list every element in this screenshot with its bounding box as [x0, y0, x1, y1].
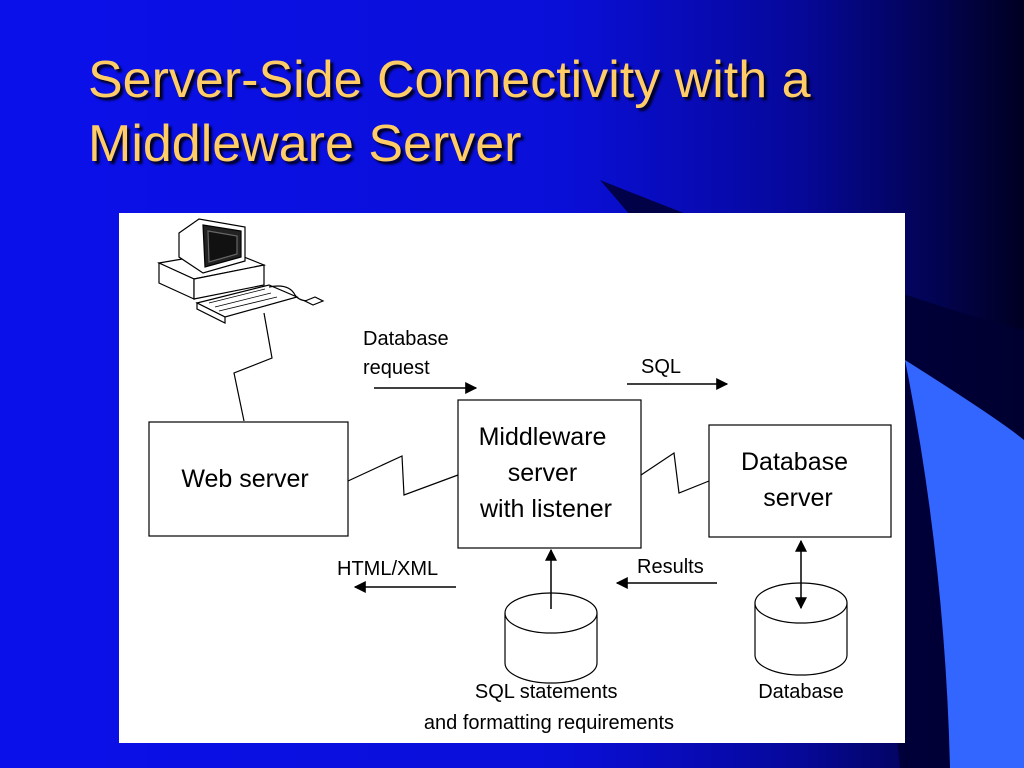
middleware-label-line-3: with listener	[479, 495, 612, 523]
cylinder-storage-icon	[504, 592, 598, 684]
slide-title-line-2: Middleware Server	[88, 115, 522, 173]
middleware-label-line-1: Middleware	[479, 423, 607, 451]
database-request-label: Database request	[363, 328, 454, 379]
svg-text:Database server: Database server	[741, 448, 855, 512]
web-server-label: Web server	[181, 465, 308, 493]
middleware-database-link	[640, 451, 710, 494]
middleware-server-node: Middleware server with listener	[457, 399, 642, 549]
database-server-label-line-1: Database	[741, 448, 848, 476]
diagram-panel: Web server Middleware server with listen…	[119, 213, 905, 743]
svg-text:Web server: Web server	[181, 465, 308, 493]
slide-title: Server-Side Connectivity with a Middlewa…	[88, 48, 988, 176]
html-xml-label: HTML/XML	[337, 558, 438, 580]
architecture-diagram: Web server Middleware server with listen…	[148, 218, 892, 734]
slide-title-line-1: Server-Side Connectivity with a	[88, 51, 811, 109]
sql-label: SQL	[641, 356, 681, 378]
database-server-label-line-2: server	[763, 484, 832, 512]
desktop-computer-icon	[156, 218, 325, 324]
web-middleware-link	[347, 455, 459, 496]
sql-statements-label: SQL statements and formatting requiremen…	[424, 681, 674, 734]
web-server-node: Web server	[148, 421, 349, 537]
client-web-link	[233, 312, 273, 422]
database-server-node: Database server	[708, 424, 892, 538]
database-label: Database	[758, 681, 844, 703]
results-label: Results	[637, 556, 704, 578]
svg-text:Middleware server: Middleware server with listener	[479, 423, 614, 523]
middleware-label-line-2: server	[508, 459, 577, 487]
